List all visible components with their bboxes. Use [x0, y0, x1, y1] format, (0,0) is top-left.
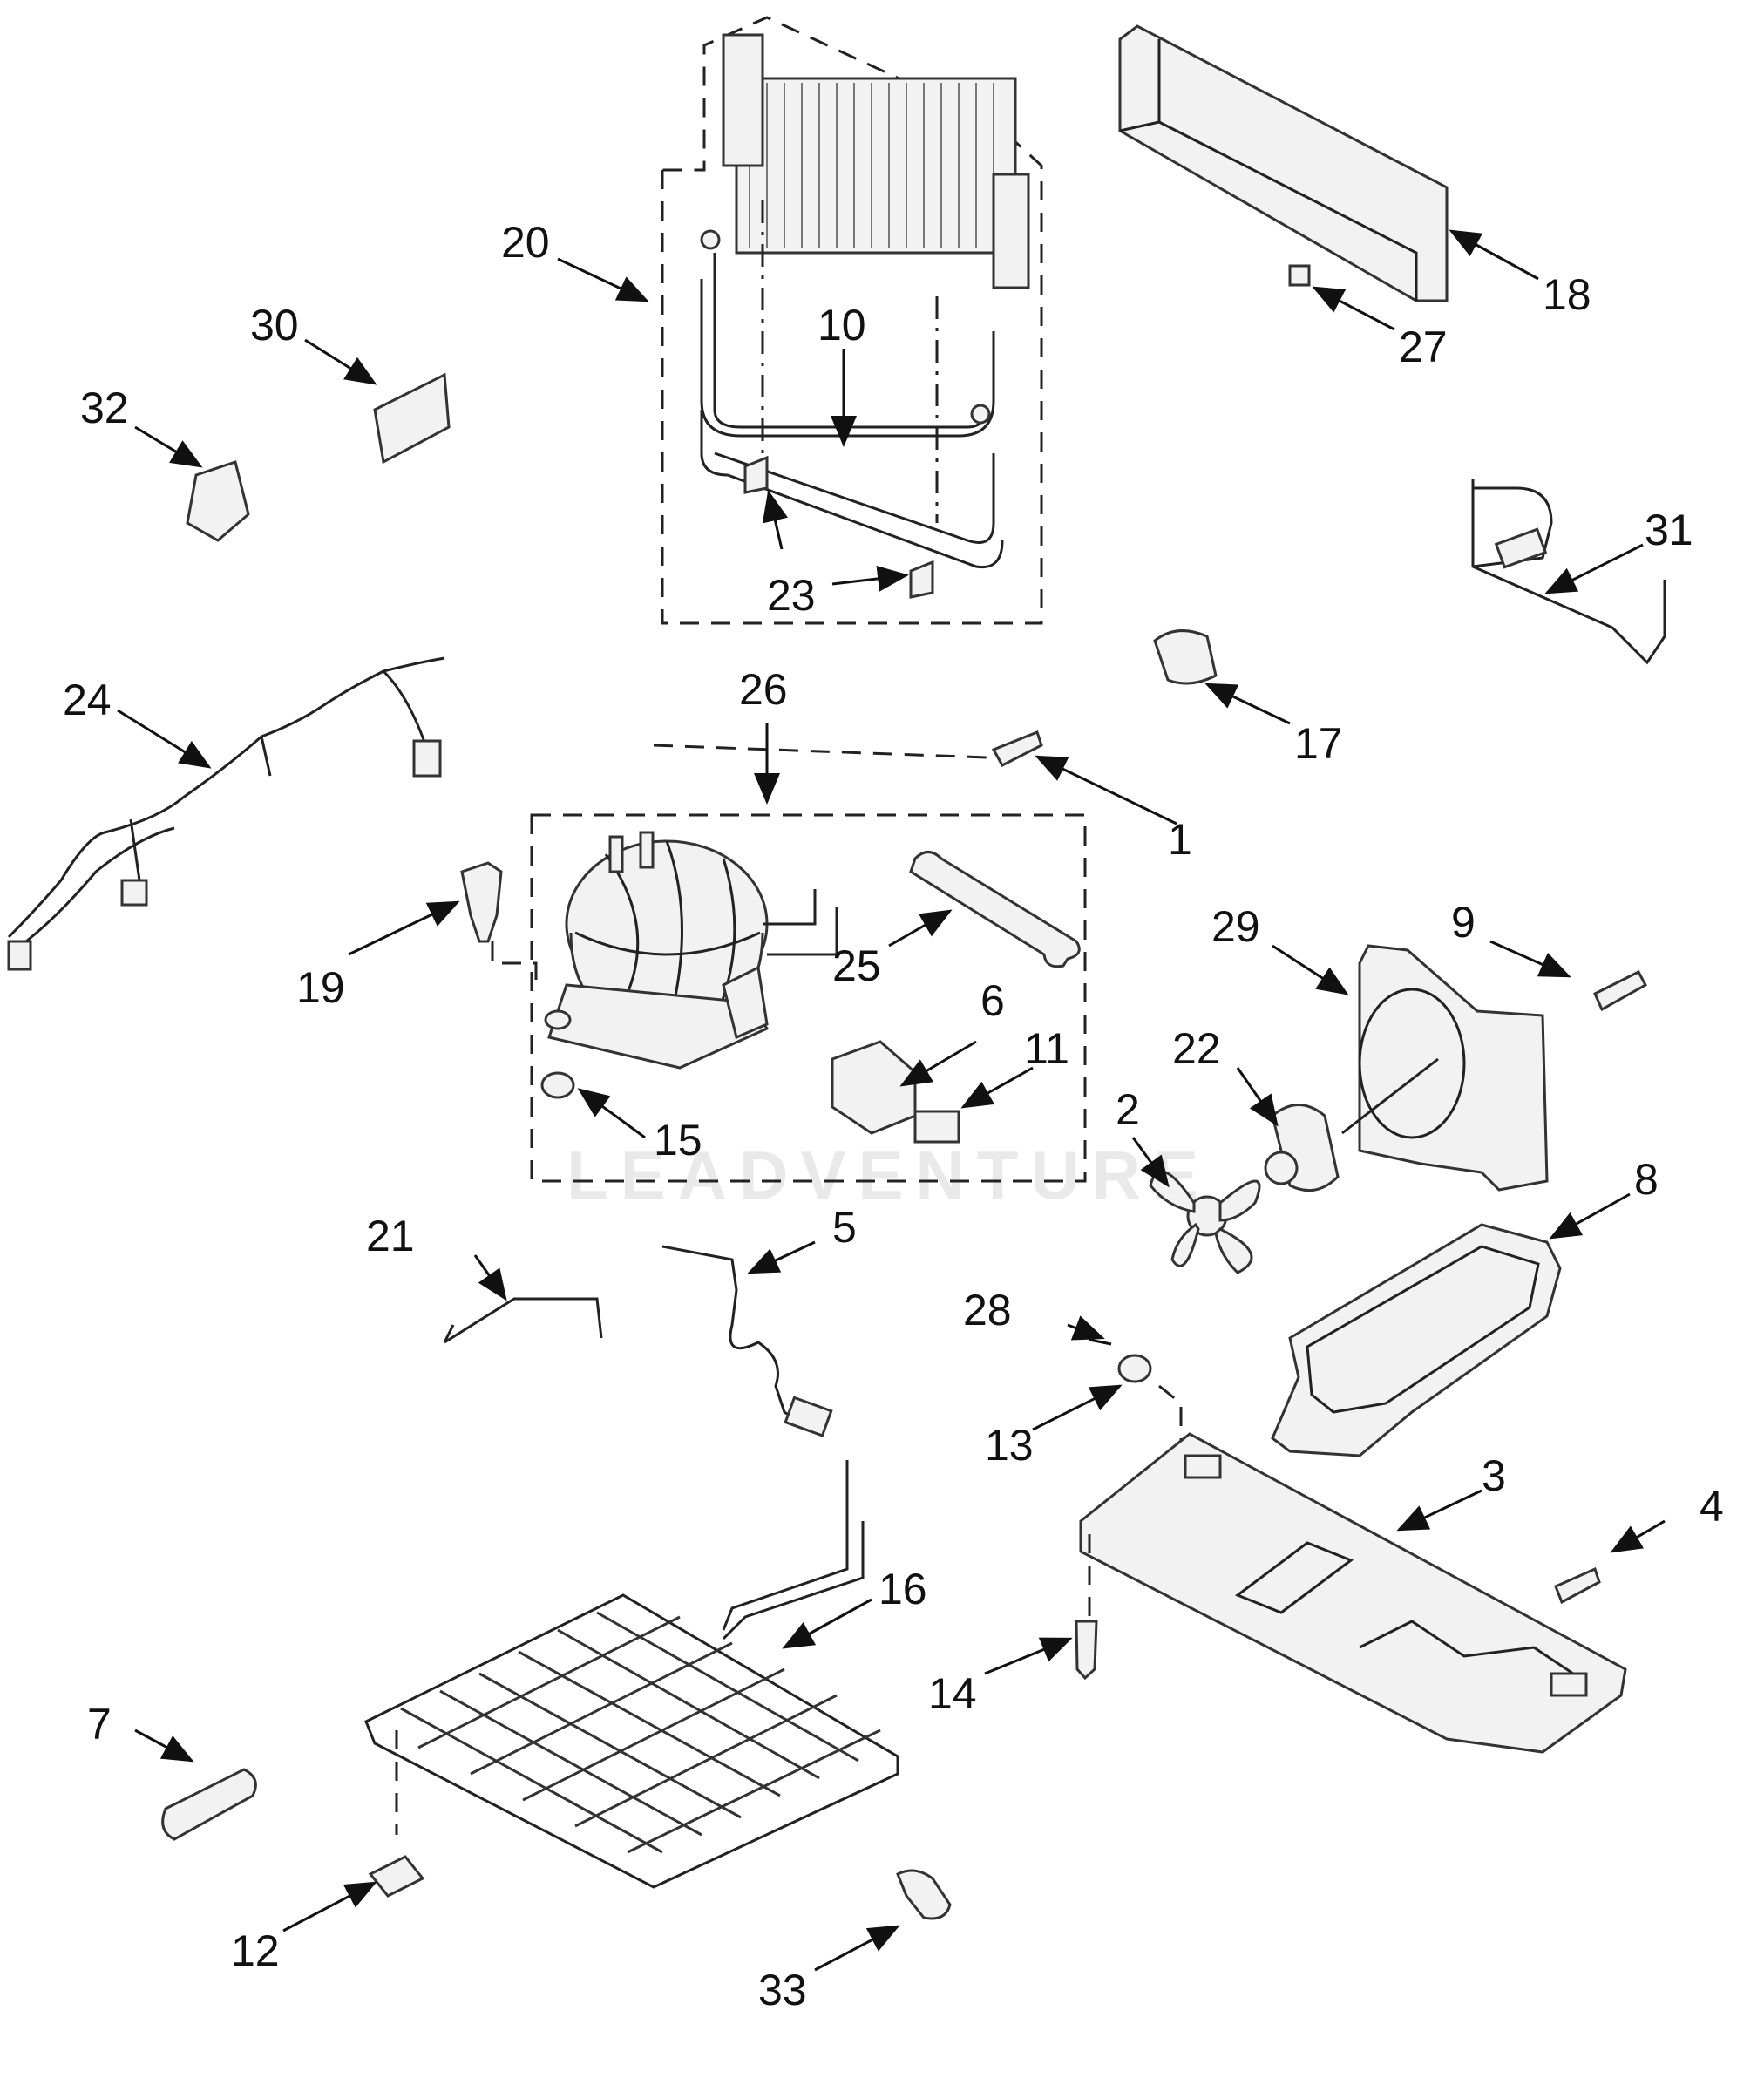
callout-25: 25	[832, 941, 881, 990]
callout-4: 4	[1700, 1482, 1724, 1531]
callout-9: 9	[1451, 898, 1476, 947]
callout-5: 5	[832, 1203, 857, 1252]
callout-17: 17	[1294, 719, 1343, 768]
base-plate-part-3	[1079, 1432, 1627, 1754]
drier-tube-part-31	[1471, 479, 1666, 665]
tube-part-5	[662, 1245, 811, 1431]
screw-part-4	[1554, 1566, 1601, 1605]
callout-14: 14	[928, 1669, 977, 1718]
screw-part-1	[991, 730, 1043, 767]
callout-7: 7	[87, 1700, 112, 1749]
callout-26: 26	[739, 665, 788, 714]
cover-part-18	[1118, 24, 1449, 302]
control-board-part-30	[373, 372, 451, 465]
clip-part-12	[368, 1855, 425, 1898]
wire-harness-part-24	[7, 656, 445, 956]
condenser-assembly	[661, 16, 1043, 625]
bracket-part-21	[443, 1297, 603, 1344]
callout-31: 31	[1645, 506, 1693, 554]
callout-8: 8	[1634, 1155, 1659, 1204]
callout-2: 2	[1116, 1085, 1140, 1134]
callout-19: 19	[296, 963, 345, 1012]
callout-16: 16	[879, 1565, 927, 1613]
clip-part-17	[1153, 629, 1218, 685]
callout-30: 30	[250, 301, 299, 350]
pin-part-28	[1089, 1338, 1112, 1346]
callout-24: 24	[63, 676, 112, 724]
watermark-text: LEADVENTURE	[567, 1137, 1211, 1213]
callout-15: 15	[654, 1116, 702, 1165]
callout-27: 27	[1399, 323, 1448, 371]
sleeve-part-7	[161, 1768, 257, 1841]
callout-33: 33	[758, 1966, 807, 2014]
callout-29: 29	[1211, 902, 1260, 951]
callout-11: 11	[1024, 1024, 1069, 1073]
callout-21: 21	[366, 1212, 415, 1260]
fan-shroud-part-29	[1341, 944, 1549, 1192]
callout-22: 22	[1172, 1024, 1221, 1073]
fan-blade-part-2	[1149, 1170, 1261, 1274]
callout-12: 12	[231, 1926, 280, 1975]
leader-lines	[117, 229, 1666, 1972]
stud-part-19	[460, 861, 503, 943]
screw-part-9	[1593, 970, 1648, 1012]
callout-1: 1	[1168, 815, 1192, 864]
evaporator-part-16	[364, 1460, 899, 1889]
callout-18: 18	[1543, 270, 1591, 319]
callout-20: 20	[501, 218, 550, 267]
callout-32: 32	[80, 384, 129, 432]
grommet-part-13	[1117, 1354, 1152, 1383]
callout-3: 3	[1482, 1451, 1506, 1500]
callout-28: 28	[963, 1286, 1012, 1335]
screw-part-14	[1075, 1620, 1098, 1681]
sleeve-part-33	[896, 1869, 952, 1920]
drain-pan-part-8	[1271, 1223, 1562, 1457]
clip-part-32	[186, 460, 250, 542]
callout-6: 6	[980, 976, 1005, 1025]
compressor-assembly	[530, 744, 1087, 1183]
callout-23a: 23	[767, 571, 816, 620]
callout-10: 10	[818, 301, 866, 350]
callout-13: 13	[985, 1421, 1034, 1470]
